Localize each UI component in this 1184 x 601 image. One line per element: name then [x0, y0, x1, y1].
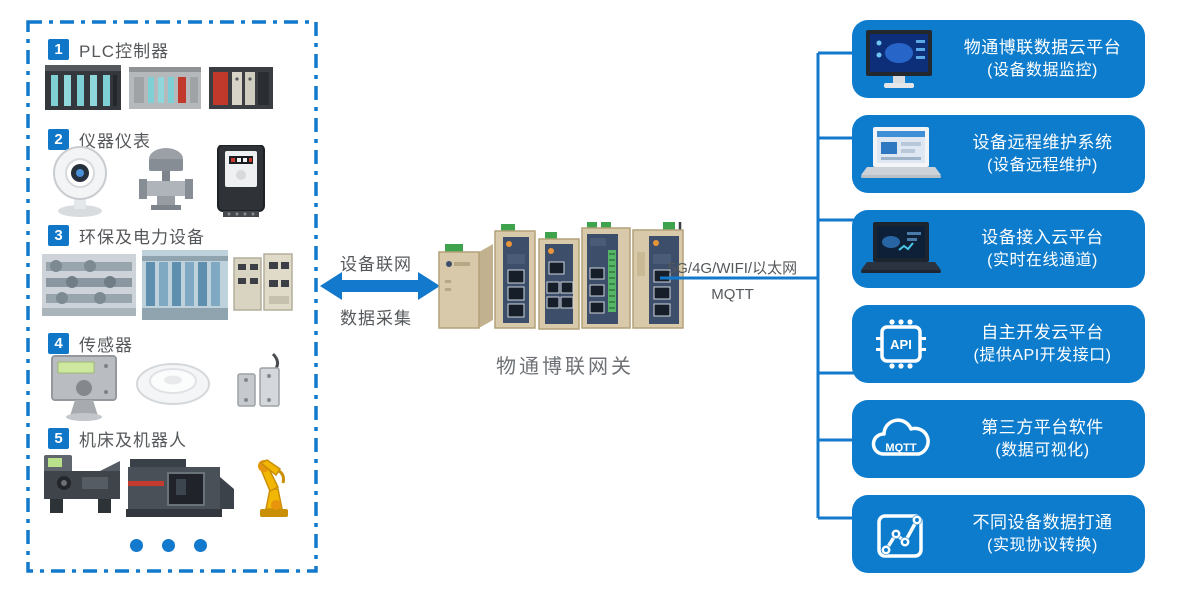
box-text: 自主开发云平台 (提供API开发接口) [950, 321, 1145, 367]
platform-box-data-bridge: 不同设备数据打通 (实现协议转换) [852, 495, 1145, 573]
energy-meter-image [217, 145, 265, 217]
box-title: 设备远程维护系统 [972, 133, 1113, 152]
box-subtitle: (设备远程维护) [987, 157, 1098, 174]
icon-zone [852, 28, 950, 90]
more-items-dots [130, 539, 207, 552]
api-icon-text: API [890, 337, 912, 352]
box-subtitle: (数据可视化) [995, 442, 1090, 459]
monitor-dashboard-icon [866, 30, 932, 88]
sensor-images [51, 352, 280, 421]
cnc-lathe-image [44, 455, 120, 513]
category-header-instruments: 2 仪器仪表 [48, 127, 151, 152]
arrow-top-label: 设备联网 [340, 255, 412, 274]
category-label: 机床及机器人 [79, 431, 187, 450]
control-valve-image [139, 148, 193, 210]
box-text: 物通博联数据云平台 (设备数据监控) [950, 36, 1145, 82]
link-mqtt-label: MQTT [711, 286, 754, 303]
power-cabinet-image [233, 253, 293, 311]
category-header-machines: 5 机床及机器人 [48, 426, 187, 451]
dot [194, 539, 207, 552]
dashed-border [26, 20, 318, 573]
box-text: 第三方平台软件 (数据可视化) [950, 416, 1145, 462]
api-chip-icon: API [876, 319, 926, 369]
gateway-device [494, 224, 536, 329]
instrument-images [53, 145, 265, 217]
gateway-device [581, 222, 631, 329]
box-title: 设备接入云平台 [981, 228, 1104, 247]
category-number-badge: 2 [48, 129, 69, 150]
platform-box-api: API 自主开发云平台 (提供API开发接口) [852, 305, 1145, 383]
box-subtitle: (实现协议转换) [987, 537, 1098, 554]
category-header-sensors: 4 传感器 [48, 331, 133, 356]
icon-zone: API [852, 314, 950, 374]
plc-rack-dark-image [45, 65, 121, 110]
gateway-label: 物通博联网关 [496, 356, 634, 378]
mqtt-icon-text: MQTT [885, 442, 916, 454]
plc-rack-light-image [129, 67, 201, 109]
box-title: 物通博联数据云平台 [963, 38, 1122, 57]
platform-box-remote-maintenance: 设备远程维护系统 (设备远程维护) [852, 115, 1145, 193]
box-text: 不同设备数据打通 (实现协议转换) [950, 511, 1145, 557]
box-subtitle: (实时在线通道) [987, 252, 1098, 269]
icon-zone: MQTT [852, 414, 950, 464]
gateway-device [438, 244, 493, 329]
power-equipment-images [42, 250, 293, 320]
platform-box-device-access: 设备接入云平台 (实时在线通道) [852, 210, 1145, 288]
category-label: 环保及电力设备 [79, 228, 205, 247]
box-text: 设备远程维护系统 (设备远程维护) [950, 131, 1145, 177]
category-header-power: 3 环保及电力设备 [48, 223, 205, 248]
smoke-detector-image [136, 363, 210, 405]
line-chart-icon [877, 514, 923, 558]
box-title: 第三方平台软件 [981, 418, 1104, 437]
category-label: 仪器仪表 [79, 132, 151, 151]
webcam-image [53, 146, 107, 217]
box-title: 自主开发云平台 [981, 323, 1104, 342]
icon-zone [852, 504, 950, 564]
platform-box-data-cloud: 物通博联数据云平台 (设备数据监控) [852, 20, 1145, 98]
arrow-bottom-label: 数据采集 [340, 309, 412, 328]
category-number-badge: 1 [48, 39, 69, 60]
gateway-device [538, 232, 580, 330]
category-label: PLC控制器 [79, 42, 170, 61]
bidirectional-arrow-icon [320, 272, 440, 300]
category-number-badge: 4 [48, 333, 69, 354]
box-text: 设备接入云平台 (实时在线通道) [950, 226, 1145, 272]
category-header-plc: 1 PLC控制器 [48, 37, 169, 62]
cnc-machine-image [126, 459, 234, 517]
platform-box-third-party: MQTT 第三方平台软件 (数据可视化) [852, 400, 1145, 478]
gateway-device [632, 222, 684, 329]
gateway-devices-image [438, 222, 684, 330]
mqtt-cloud-icon: MQTT [871, 418, 930, 456]
robot-arm-image [258, 459, 288, 517]
plc-images [45, 65, 273, 110]
box-title: 不同设备数据打通 [972, 513, 1113, 532]
category-number-badge: 3 [48, 225, 69, 246]
icon-zone [852, 220, 950, 278]
link-protocol-label: 5G/4G/WIFI/以太网 [667, 260, 798, 277]
treatment-plant-photo-image [142, 250, 228, 320]
machine-images [44, 455, 288, 517]
sensor-box-image [51, 355, 117, 421]
connector-lines [660, 51, 856, 520]
category-number-badge: 5 [48, 428, 69, 449]
plc-rack-red-image [209, 67, 273, 109]
dot [130, 539, 143, 552]
category-label: 传感器 [79, 336, 133, 355]
laptop-light-icon [861, 127, 941, 178]
icon-zone [852, 125, 950, 183]
box-subtitle: (设备数据监控) [987, 62, 1098, 79]
pipework-photo-image [42, 254, 136, 316]
proximity-switch-image [237, 352, 280, 407]
box-subtitle: (提供API开发接口) [973, 347, 1112, 364]
dot [162, 539, 175, 552]
laptop-dark-icon [861, 222, 941, 273]
